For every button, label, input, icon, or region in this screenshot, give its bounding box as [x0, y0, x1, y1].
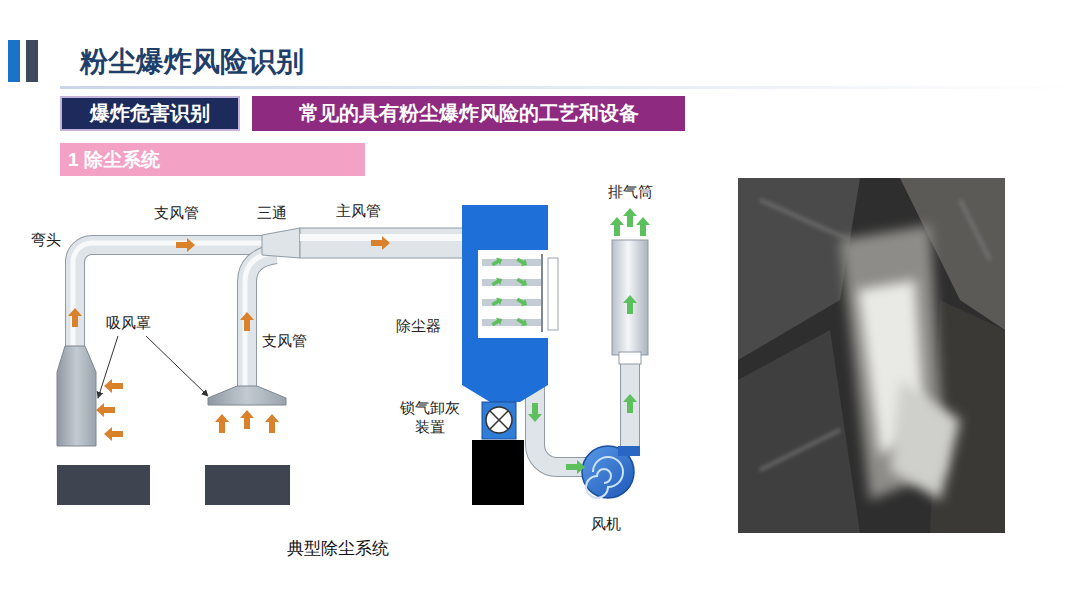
flow-arrow: [96, 403, 115, 417]
flow-arrow: [104, 379, 123, 393]
flow-arrow: [610, 217, 624, 236]
stack-collar: [619, 352, 641, 364]
photo-wall: [738, 178, 860, 360]
photo-ground: [738, 178, 1005, 533]
flow-arrow: [104, 427, 123, 441]
main-pipe: [300, 228, 463, 258]
topic-banner: 常见的具有粉尘爆炸风险的工艺和设备: [252, 96, 685, 131]
blow-pipe: [541, 254, 543, 332]
suction-hood: [57, 346, 96, 446]
title-bar: [8, 40, 20, 82]
site-photo: [738, 178, 1005, 533]
figure-caption: 典型除尘系统: [287, 537, 389, 560]
pipe-outline: [75, 245, 264, 348]
pipe: [247, 254, 276, 392]
flow-arrow: [623, 295, 637, 314]
flow-arrow: [490, 275, 504, 288]
pipe: [75, 245, 264, 348]
exhaust-stack: [612, 240, 648, 355]
part-name: 支风管: [154, 204, 199, 223]
flow-arrow: [490, 255, 504, 268]
part-name: 三通: [257, 204, 287, 223]
dust-collector: [462, 205, 548, 385]
flow-arrow: [490, 315, 504, 328]
rotary-valve-rotor: [490, 411, 508, 429]
pipe-outline: [620, 360, 640, 452]
flow-arrow: [566, 460, 585, 474]
part-name: 除尘器: [396, 317, 441, 336]
flow-arrow: [371, 236, 390, 250]
pipe-outline: [247, 254, 276, 392]
pipe-highlight: [300, 234, 463, 241]
flow-arrow: [636, 217, 650, 236]
part-name: 吸风罩: [106, 314, 151, 333]
leader-line: [98, 336, 118, 398]
suction-hood: [208, 386, 286, 405]
flow-arrow: [515, 276, 529, 289]
photo-edge: [760, 200, 990, 470]
category-tag: 爆炸危害识别: [60, 96, 240, 131]
section-band: 1 除尘系统: [60, 143, 365, 176]
part-name: 锁气卸灰 装置: [397, 399, 463, 437]
box-text: 爆炸危害识别: [90, 100, 210, 127]
hopper: [462, 385, 548, 402]
part-name: 排气筒: [608, 183, 653, 202]
ash-bin: [472, 440, 524, 505]
rotary-valve: [482, 402, 516, 439]
flow-arrow: [515, 296, 529, 309]
pipe: [621, 360, 639, 452]
flow-arrow: [623, 208, 637, 227]
flow-arrow: [528, 403, 542, 422]
pulse-manifold: [548, 258, 558, 330]
equipment-base: [205, 465, 290, 505]
box-text: 1 除尘系统: [68, 147, 160, 173]
photo-wall: [738, 330, 860, 533]
flow-arrow: [490, 295, 504, 308]
slide-title: 粉尘爆炸风险识别: [80, 44, 304, 80]
flow-arrow: [265, 414, 279, 433]
filter-chamber: [478, 250, 548, 338]
part-name: 主风管: [336, 202, 381, 221]
filter-bag: [482, 299, 542, 306]
flow-arrow: [240, 312, 254, 331]
flow-arrow: [240, 410, 254, 429]
part-name: 风机: [591, 515, 621, 534]
filter-bag: [482, 279, 542, 286]
leader-line: [146, 336, 208, 396]
flow-arrow: [515, 316, 529, 329]
fan-outlet: [618, 446, 640, 456]
fan-impeller: [586, 457, 623, 498]
box-text: 常见的具有粉尘爆炸风险的工艺和设备: [299, 100, 639, 127]
equipment-base: [57, 465, 150, 505]
title-bar: [26, 40, 38, 82]
title-underline: [60, 86, 1080, 89]
part-name: 支风管: [262, 332, 307, 351]
filter-bag: [482, 319, 542, 326]
flow-arrow: [623, 394, 637, 413]
filter-bag: [482, 259, 542, 266]
photo-dust: [890, 380, 960, 500]
tee: [262, 228, 300, 258]
part-name: 弯头: [31, 231, 61, 250]
flow-arrow: [176, 238, 195, 252]
flow-arrow: [68, 308, 82, 327]
pipe-highlight: [73, 243, 264, 348]
flow-arrow: [215, 414, 229, 433]
rotary-valve-rotor: [486, 407, 512, 433]
flow-arrow: [515, 256, 529, 269]
